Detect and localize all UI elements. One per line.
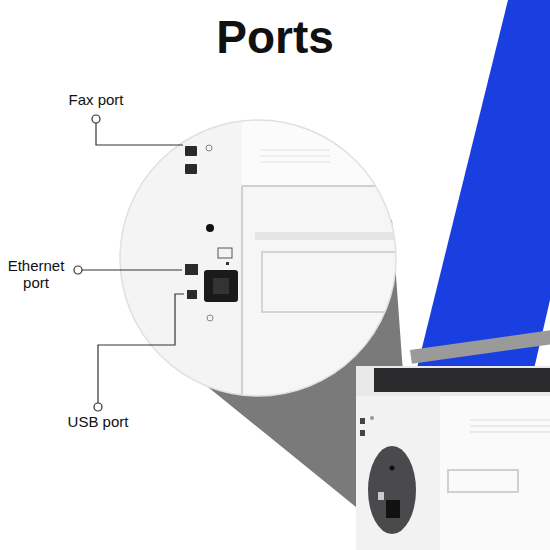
port-label: USB port xyxy=(48,414,148,431)
leader-lines xyxy=(74,115,184,411)
printer xyxy=(356,329,550,550)
port-label: Fax port xyxy=(46,92,146,109)
back-panel-closeup xyxy=(120,120,405,400)
port-label: Ethernet port xyxy=(2,258,70,291)
title: Ports xyxy=(0,12,550,63)
